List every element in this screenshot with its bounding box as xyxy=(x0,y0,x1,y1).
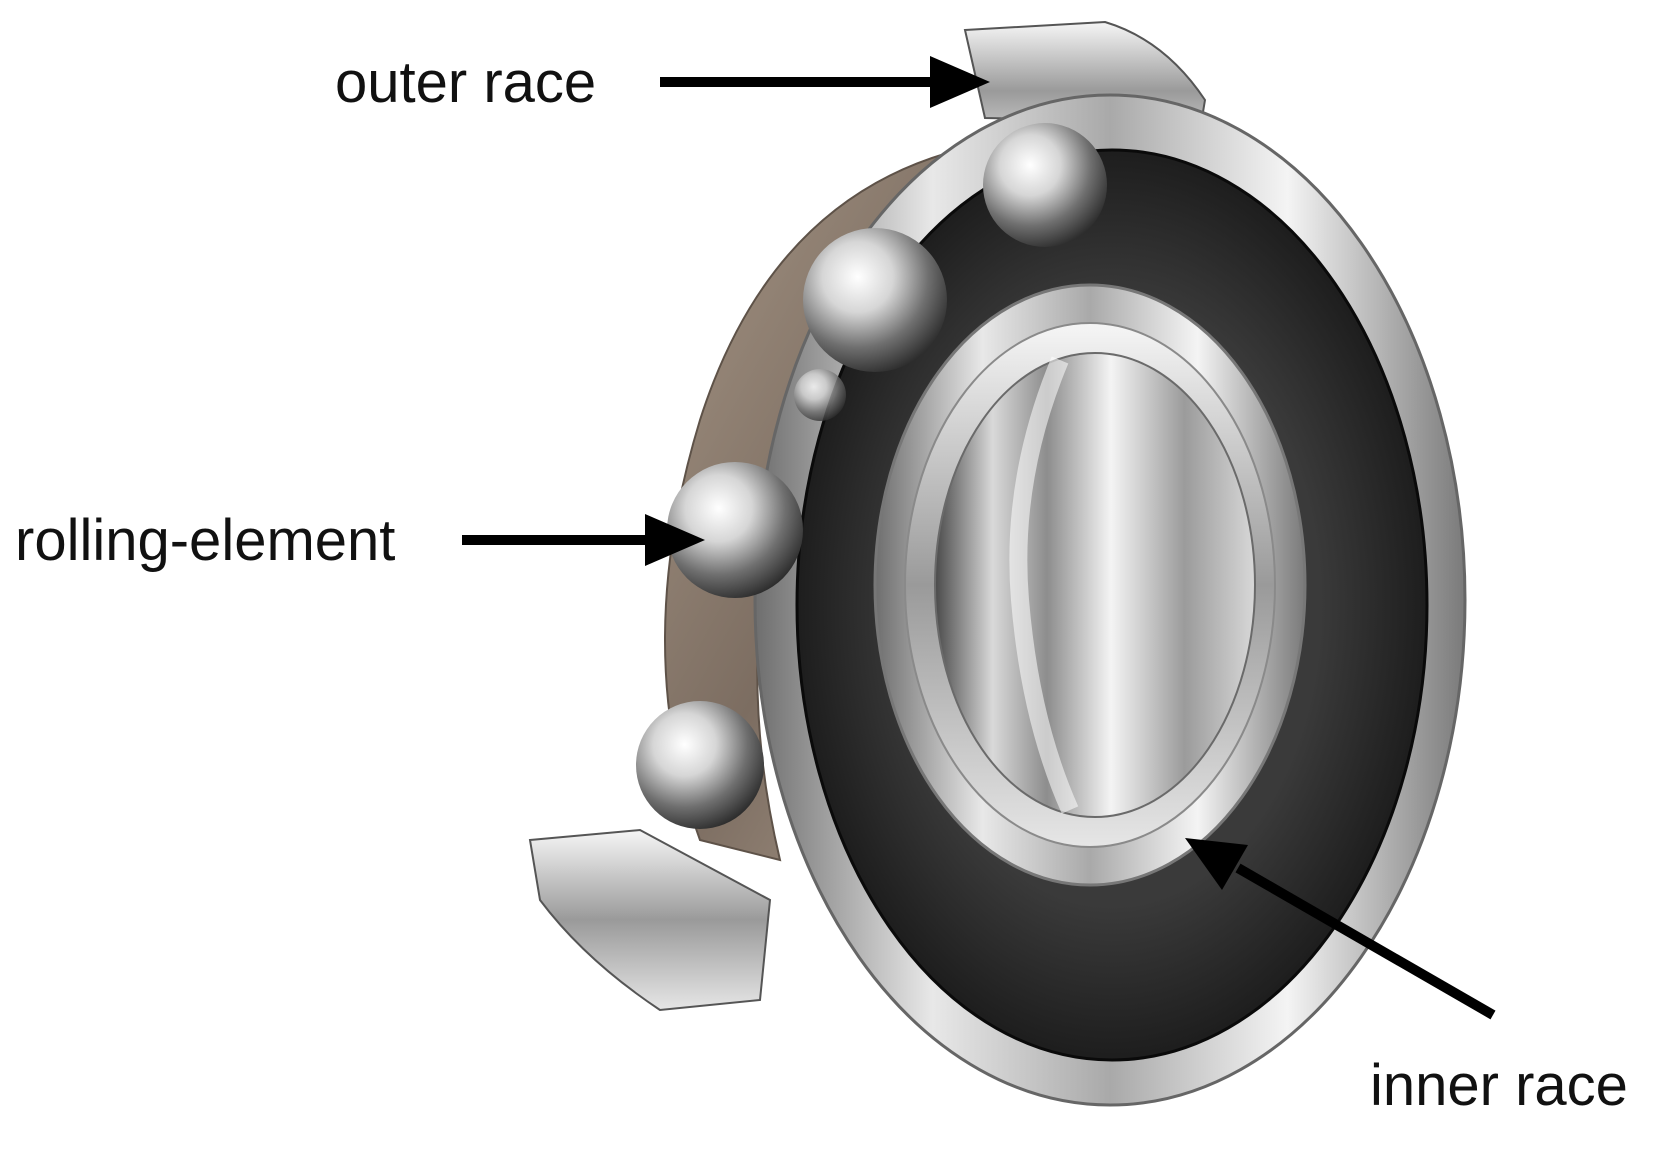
label-rolling-element: rolling-element xyxy=(15,508,395,573)
ball xyxy=(794,369,846,421)
ball xyxy=(636,701,764,829)
label-outer-race: outer race xyxy=(335,50,596,115)
outer-race-arrowhead xyxy=(930,56,990,108)
ball xyxy=(803,228,947,372)
label-inner-race: inner race xyxy=(1370,1053,1628,1118)
bore xyxy=(934,352,1256,818)
ball xyxy=(667,462,803,598)
rolling-element-arrowhead xyxy=(645,514,705,566)
ball xyxy=(983,123,1107,247)
callout-arrows xyxy=(462,56,1496,1020)
outer-race-bottom-section xyxy=(528,828,772,1012)
bearing-illustration xyxy=(528,20,1467,1107)
inner-race-arrowhead xyxy=(1185,838,1248,890)
bore-highlight xyxy=(1009,356,1079,814)
inner-race-arrow xyxy=(1235,863,1496,1020)
callout-labels: outer race rolling-element inner race xyxy=(15,50,1628,1118)
